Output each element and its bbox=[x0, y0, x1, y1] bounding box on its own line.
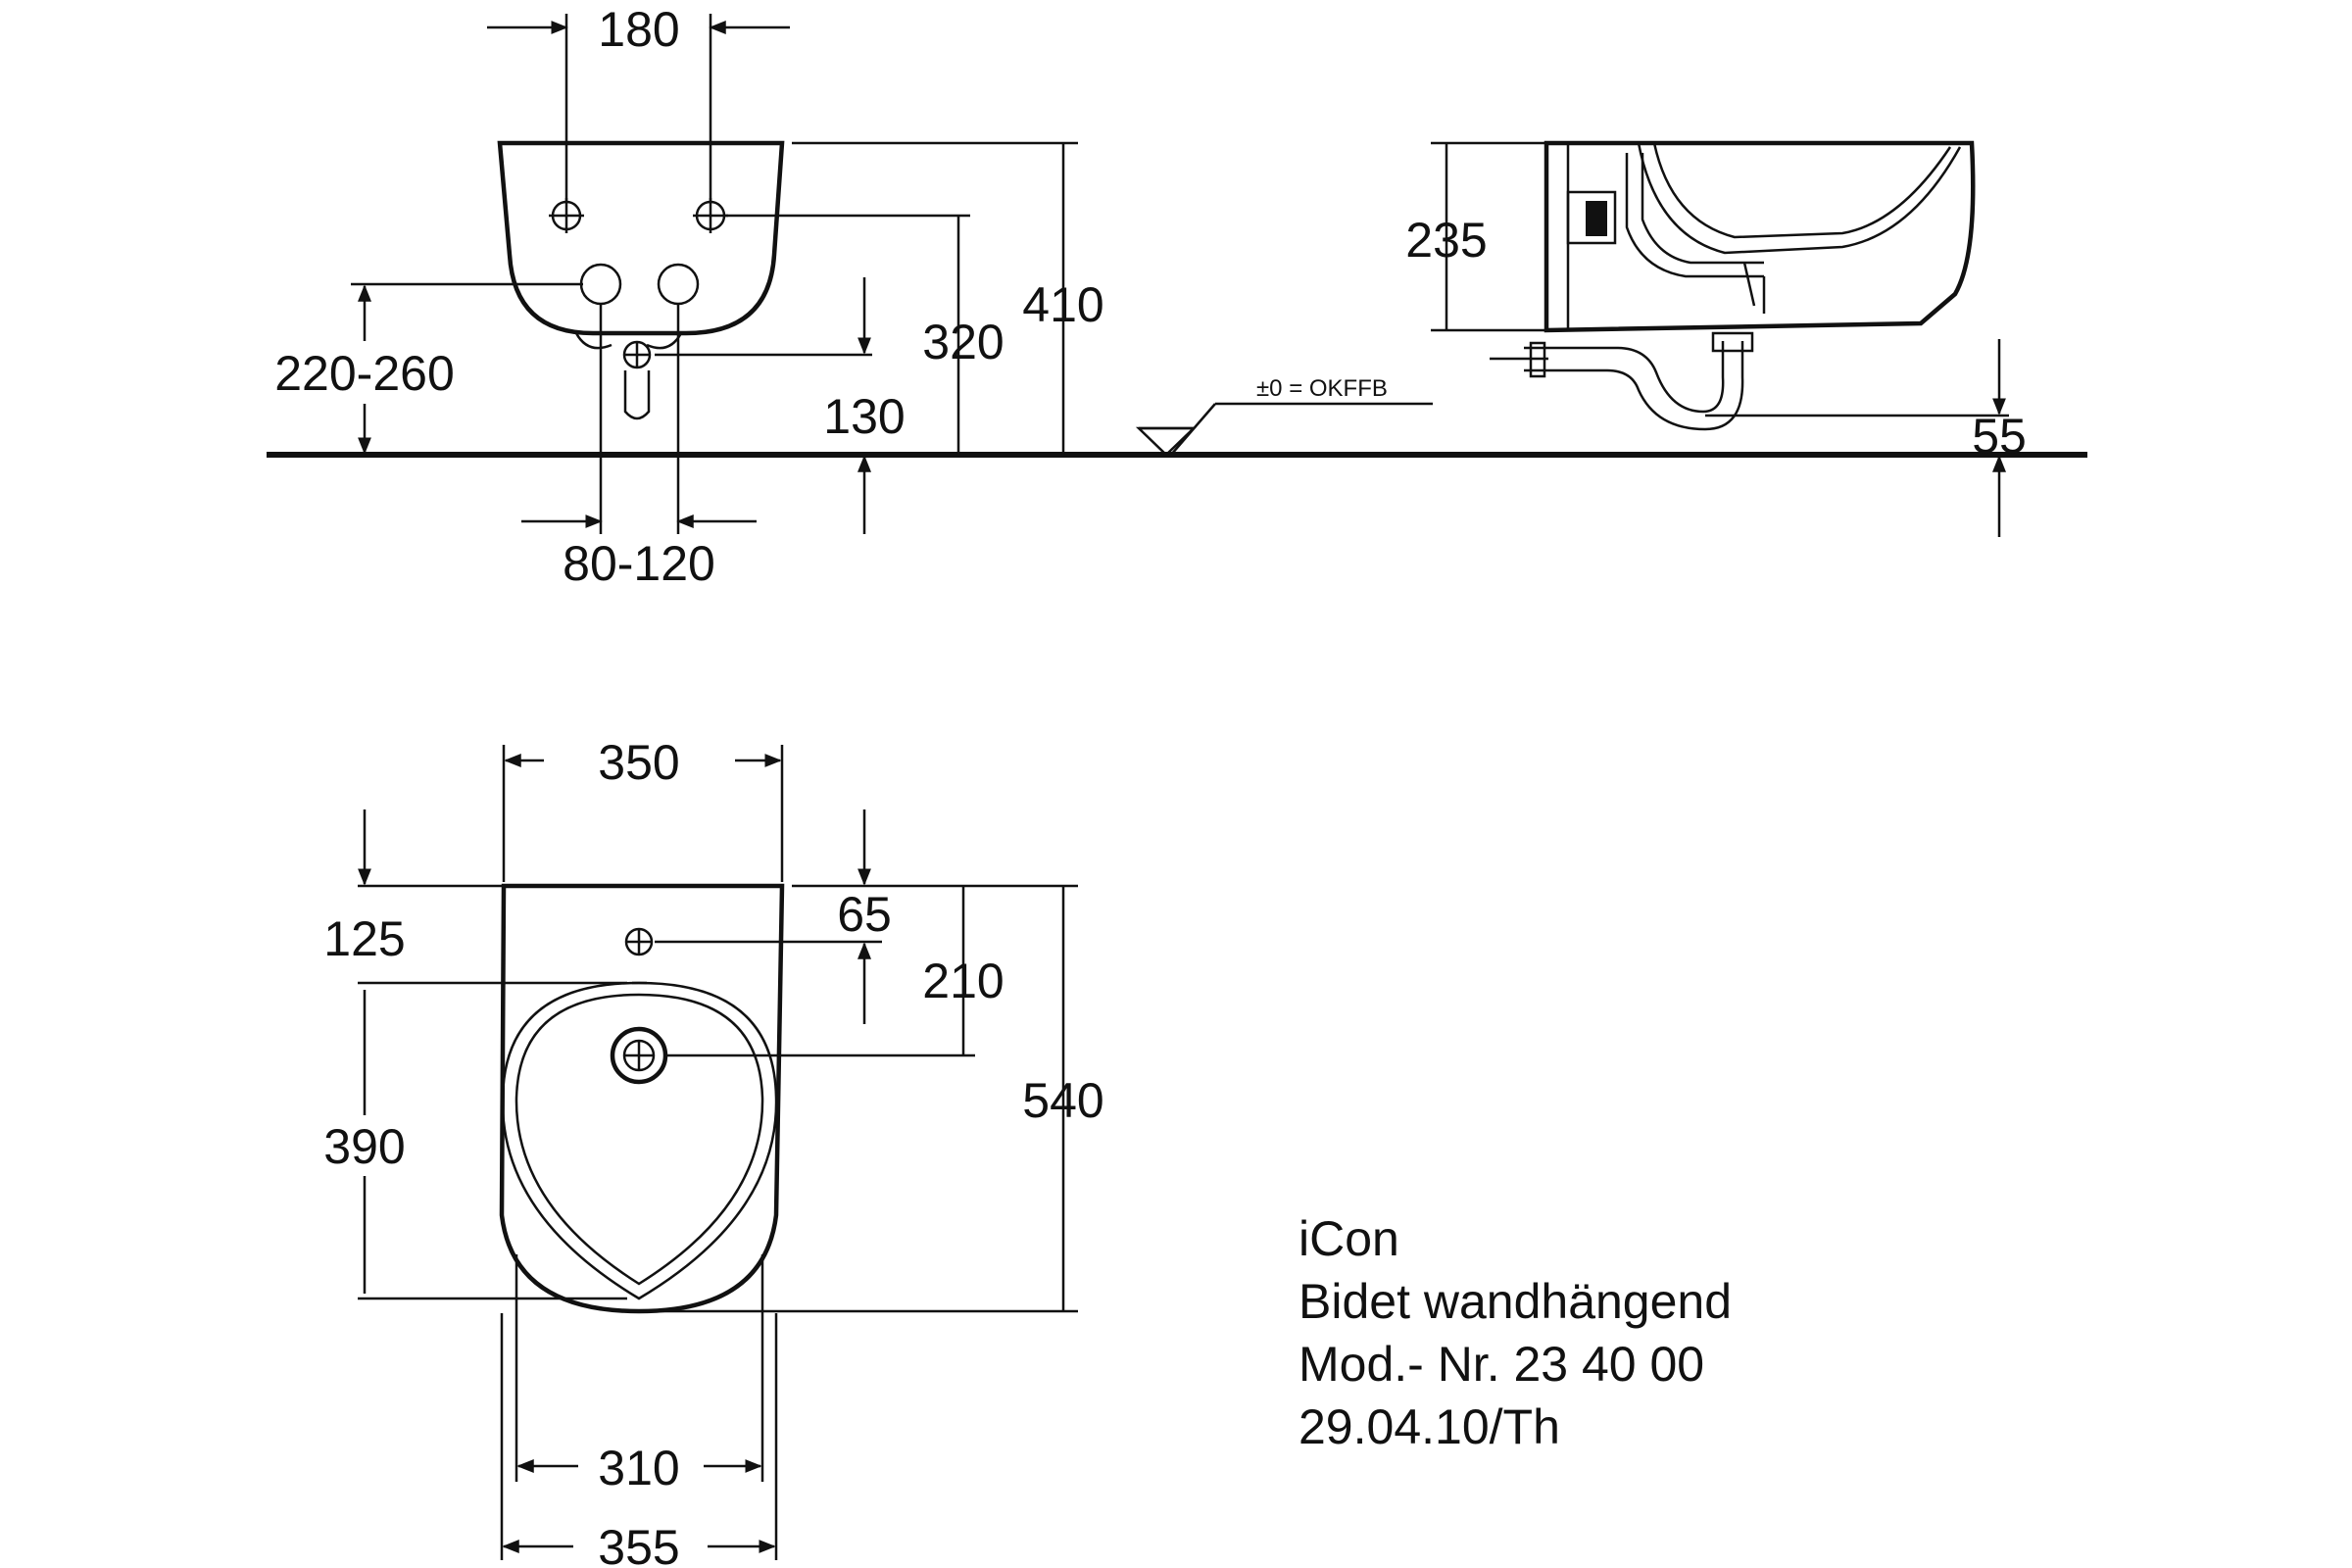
level-triangle-icon bbox=[1135, 426, 1198, 457]
dim-total-length: 540 bbox=[1022, 1073, 1103, 1128]
floor-reference: ±0 = OKFFB bbox=[1135, 375, 1433, 457]
dim-depth: 235 bbox=[1405, 213, 1487, 268]
dim-bowl-length: 390 bbox=[323, 1119, 405, 1174]
waste-pipe-icon bbox=[622, 340, 652, 420]
floor-reference-label: ±0 = OKFFB bbox=[1256, 375, 1388, 402]
dim-waste-height: 130 bbox=[823, 389, 905, 444]
dim-supply-height: 320 bbox=[922, 315, 1004, 369]
dim-waste-spacing: 80-120 bbox=[563, 536, 715, 591]
dim-inner-width: 310 bbox=[598, 1441, 679, 1495]
front-bidet-outline bbox=[497, 140, 785, 336]
tap-hole-right-icon bbox=[693, 198, 728, 233]
dim-tap-spacing: 180 bbox=[598, 2, 679, 57]
dim-width-bottom: 355 bbox=[598, 1520, 679, 1568]
dim-tap-edge: 65 bbox=[837, 887, 892, 942]
side-bidet-outline bbox=[1544, 140, 1976, 333]
tap-hole-left-icon bbox=[549, 198, 584, 233]
top-view: 350 125 390 65 210 540 310 bbox=[323, 735, 1103, 1568]
dim-floor-offset: 55 bbox=[1972, 409, 2027, 464]
top-bidet-outline bbox=[499, 883, 785, 1314]
dim-tap-to-drain: 210 bbox=[922, 954, 1004, 1008]
title-block: iCon Bidet wandhängend Mod.- Nr. 23 40 0… bbox=[1298, 1207, 1732, 1458]
top-tap-hole-icon bbox=[624, 927, 654, 956]
supply-hole-left-icon bbox=[579, 263, 622, 306]
top-drain-icon bbox=[610, 1026, 668, 1085]
dim-height: 410 bbox=[1022, 277, 1103, 332]
side-view: 235 55 bbox=[1405, 140, 2027, 537]
model-number: Mod.- Nr. 23 40 00 bbox=[1298, 1337, 1705, 1392]
dim-width-top: 350 bbox=[598, 735, 679, 790]
drawing-date: 29.04.10/Th bbox=[1298, 1399, 1560, 1454]
product-name: iCon bbox=[1298, 1211, 1399, 1266]
dim-tap-offset: 125 bbox=[323, 911, 405, 966]
top-bowl-outline bbox=[501, 981, 778, 1300]
dim-drain-height: 220-260 bbox=[274, 346, 455, 401]
supply-hole-right-icon bbox=[657, 263, 700, 306]
front-view: 180 410 320 220-260 130 80-120 bbox=[274, 2, 1103, 591]
product-description: Bidet wandhängend bbox=[1298, 1274, 1733, 1329]
